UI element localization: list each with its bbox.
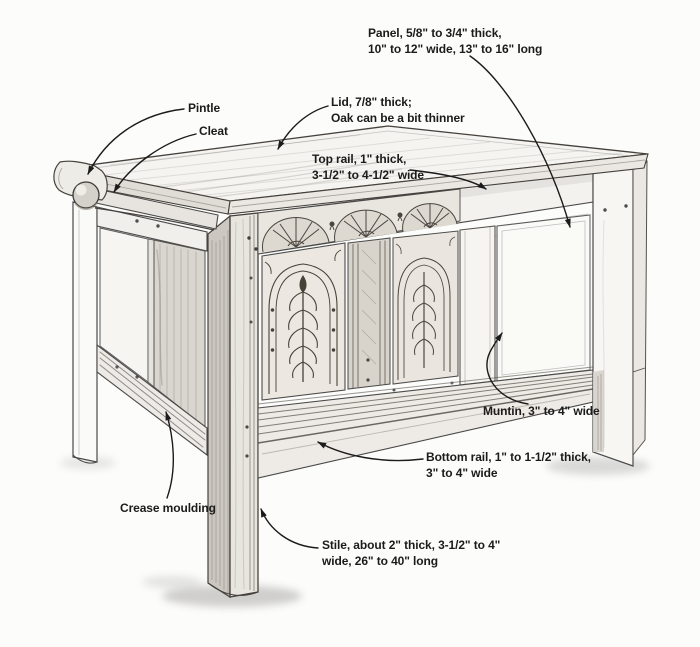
lid — [53, 125, 649, 215]
side-top-rail — [96, 206, 208, 252]
leader-bottom-rail — [317, 441, 424, 462]
label-top-rail: Top rail, 1" thick, 3-1/2" to 4-1/2" wid… — [312, 152, 424, 182]
leader-crease — [165, 411, 174, 499]
label-crease-moulding: Crease moulding — [120, 501, 216, 515]
leader-lines — [87, 55, 571, 549]
label-pintle: Pintle — [188, 101, 221, 115]
label-bottom-rail: Bottom rail, 1" to 1-1/2" thick, 3" to 4… — [426, 450, 591, 480]
leader-stile — [260, 508, 319, 549]
front-face — [257, 153, 648, 479]
label-cleat: Cleat — [199, 124, 228, 138]
carved-muntin — [347, 237, 391, 390]
leader-cleat — [113, 133, 197, 193]
stile-side-face — [207, 214, 231, 599]
leader-top-rail — [409, 169, 487, 190]
side-bottom-rail — [96, 343, 208, 457]
rear-left-leg — [72, 201, 98, 463]
leader-pintle — [87, 108, 185, 175]
carved-panel-2 — [392, 230, 459, 385]
leader-panel — [469, 55, 571, 228]
right-end-sliver — [632, 153, 648, 457]
label-panel: Panel, 5/8" to 3/4" thick, 10" to 12" wi… — [368, 26, 543, 56]
label-lid: Lid, 7/8" thick; Oak can be a bit thinne… — [331, 95, 465, 125]
label-muntin: Muntin, 3" to 4" wide — [483, 404, 600, 418]
left-side-face — [72, 201, 208, 464]
leader-muntin — [486, 332, 529, 405]
front-panel-plain — [496, 214, 591, 382]
front-bottom-rail — [257, 366, 594, 479]
front-left-stile — [207, 212, 259, 599]
leader-lid — [277, 105, 329, 150]
side-muntin — [147, 238, 155, 388]
front-right-stile — [589, 167, 634, 467]
carved-panel-1 — [261, 242, 346, 401]
pintle-knob — [72, 181, 100, 210]
label-stile: Stile, about 2" thick, 3-1/2" to 4" wide… — [322, 538, 501, 568]
carved-top-rail — [257, 188, 461, 255]
